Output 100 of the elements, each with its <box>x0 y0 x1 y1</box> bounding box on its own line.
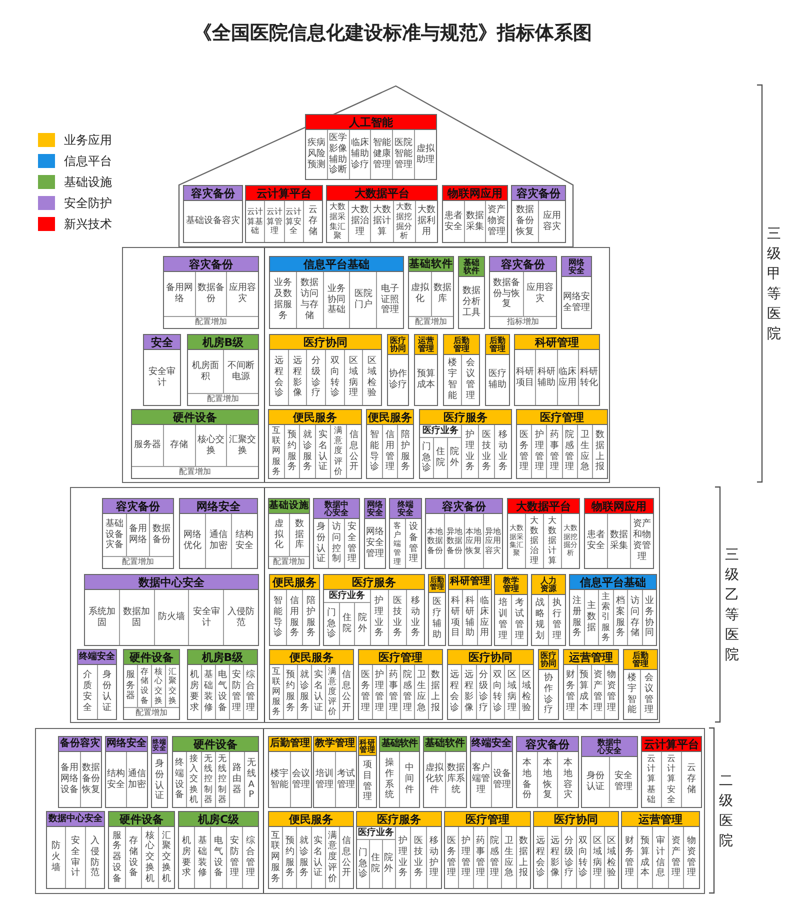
indicator-item: 财务管理 <box>622 827 638 888</box>
group-heading: 医疗服务 <box>324 575 424 590</box>
indicator-group <box>323 574 425 646</box>
indicator-item: 区域检验 <box>604 827 618 888</box>
indicator-item: 云存储 <box>682 752 701 807</box>
indicator-item: 智能导诊 <box>270 590 287 645</box>
group-heading: 人工智能 <box>306 115 436 130</box>
indicator-group <box>187 334 259 406</box>
indicator-item: 信用服务 <box>286 590 304 645</box>
group-heading: 容灾备份 <box>184 186 242 201</box>
indicator-item: 大数据计算 <box>371 201 394 242</box>
indicator-item: 分级诊疗 <box>307 350 326 405</box>
indicator-item: 科研辅助 <box>536 350 558 405</box>
indicator-item: 中间件 <box>400 752 419 807</box>
indicator-item: 云存储 <box>304 201 322 242</box>
indicator-item: 患者安全 <box>443 201 465 242</box>
indicator-item: 物资管理 <box>605 665 618 719</box>
indicator-group <box>172 736 259 808</box>
indicator-item: 注册服务 <box>570 590 584 645</box>
indicator-item: 数据加固 <box>120 590 155 645</box>
indicator-item: 院感管理 <box>401 665 415 719</box>
group-heading: 科研管理 <box>515 335 599 350</box>
indicator-group <box>364 498 386 569</box>
indicator-item: 档案服务 <box>614 590 628 645</box>
indicator-group <box>414 334 438 406</box>
group-heading: 硬件设备 <box>132 410 258 425</box>
indicator-item: 医务管理 <box>445 827 460 888</box>
indicator-group <box>163 256 259 329</box>
footnote: 配置增加 <box>164 316 258 328</box>
group-heading: 容灾备份 <box>517 737 578 752</box>
indicator-item: 应用容灾 <box>227 272 258 316</box>
group-heading: 基础软件 <box>409 257 453 272</box>
indicator-item: 综合管理 <box>244 665 257 719</box>
indicator-group <box>533 811 619 889</box>
indicator-item: 门急诊 <box>420 438 434 478</box>
indicator-item: 网络优化 <box>180 514 206 568</box>
group-heading: 数据中心安全 <box>47 812 104 827</box>
indicator-item: 本地应用恢复 <box>464 514 484 568</box>
group-heading: 网络安全 <box>365 499 385 519</box>
indicator-item: 科研项目 <box>515 350 536 405</box>
indicator-item: 考试管理 <box>512 595 527 645</box>
indicator-group <box>179 498 258 569</box>
indicator-group <box>358 649 443 720</box>
indicator-item: 战略规划 <box>532 595 549 645</box>
indicator-item: 核心交换 <box>152 665 166 707</box>
indicator-group <box>269 649 354 720</box>
indicator-item: 存储 <box>164 425 196 466</box>
indicator-group <box>428 574 446 646</box>
indicator-item: 医技业务 <box>388 590 407 645</box>
indicator-item: 虚拟化 <box>409 272 432 316</box>
indicator-item: 资产管理 <box>668 827 684 888</box>
tier-label: 三级乙等医院 <box>724 546 740 664</box>
indicator-item: 安防管理 <box>227 827 243 888</box>
indicator-item: 安全审计 <box>189 590 224 645</box>
indicator-item: 数据访问与存储 <box>296 272 324 328</box>
indicator-item: 陪护服务 <box>398 425 414 478</box>
indicator-item: 数据上报 <box>429 665 442 719</box>
indicator-item: 临床应用 <box>558 350 579 405</box>
indicator-group <box>443 334 480 406</box>
indicator-item: 大数据治理 <box>526 514 544 568</box>
indicator-item: 设备管理 <box>406 519 421 568</box>
indicator-item: 接入交换机 <box>187 752 202 807</box>
indicator-item: 医务管理 <box>517 425 532 478</box>
indicator-item: 分级诊疗 <box>562 827 577 888</box>
indicator-item: 数据上报 <box>516 827 530 888</box>
group-heading: 基础软件 <box>380 737 419 752</box>
indicator-item: 大数据计算 <box>544 514 562 568</box>
group-heading: 网络安全 <box>562 257 591 277</box>
diagram-title: 《全国医院信息化建设标准与规范》指标体系图 <box>192 21 593 46</box>
group-heading: 运营管理 <box>622 812 699 827</box>
indicator-item: 预约服务 <box>284 425 300 478</box>
indicator-item: 应用容灾 <box>524 272 556 316</box>
indicator-item: 预算成本 <box>578 665 592 719</box>
group-heading: 教学管理 <box>314 737 356 752</box>
indicator-item: 综合管理 <box>243 827 258 888</box>
group-heading: 教学管理 <box>495 575 527 595</box>
legend-label: 安全防护 <box>64 195 112 212</box>
indicator-item: 无线AP <box>244 752 258 807</box>
indicator-item: 双向转诊 <box>326 350 345 405</box>
indicator-item: 院感管理 <box>488 827 502 888</box>
indicator-item: 云计算基础 <box>246 201 266 242</box>
indicator-group <box>408 256 454 329</box>
indicator-group <box>366 409 414 479</box>
indicator-item: 访问存储 <box>628 590 642 645</box>
indicator-group <box>108 811 175 889</box>
sub-heading: 医疗业务 <box>420 425 461 438</box>
indicator-item: 护理管理 <box>459 827 474 888</box>
indicator-item: 预算成本 <box>638 827 654 888</box>
indicator-item: 互联网服务 <box>270 665 284 719</box>
indicator-group <box>379 736 420 808</box>
indicator-group <box>305 114 437 180</box>
indicator-item: 本地恢复 <box>538 752 558 807</box>
indicator-group <box>485 334 510 406</box>
indicator-group <box>187 649 258 720</box>
group-heading: 便民服务 <box>270 650 353 665</box>
indicator-item: 协作诊疗 <box>539 670 558 719</box>
indicator-group <box>538 649 559 720</box>
indicator-group <box>448 574 492 646</box>
indicator-item: 双向转诊 <box>576 827 591 888</box>
indicator-item: 药事管理 <box>547 425 563 478</box>
